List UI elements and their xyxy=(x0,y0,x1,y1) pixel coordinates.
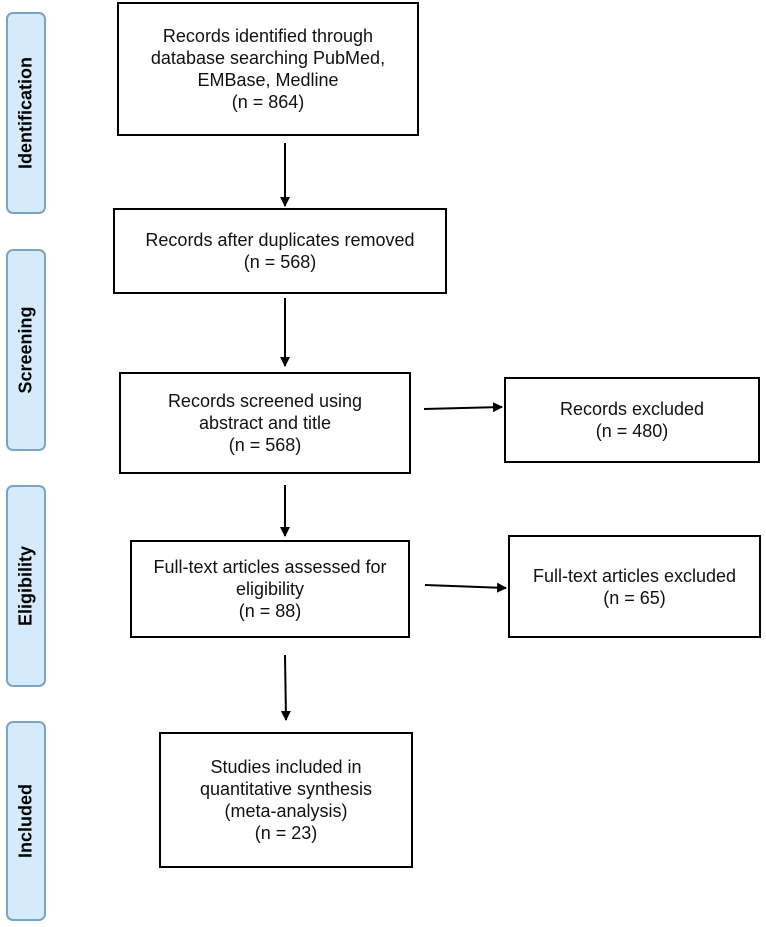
duplicates-removed-line-1: Records after duplicates removed xyxy=(145,230,415,250)
records-screened-count: (n = 568) xyxy=(228,435,302,455)
arrow-fulltext-to-included xyxy=(280,654,291,721)
records-excluded-count: (n = 480) xyxy=(595,421,669,441)
duplicates-removed-box: Records after duplicates removed (n = 56… xyxy=(113,208,447,294)
studies-included-line-3: (meta-analysis) xyxy=(224,801,348,821)
records-identified-line-3: EMBase, Medline xyxy=(197,70,339,90)
records-identified-line-2: database searching PubMed, xyxy=(150,48,386,68)
records-identified-box: Records identified through database sear… xyxy=(117,2,419,136)
duplicates-removed-count: (n = 568) xyxy=(243,252,317,272)
fulltext-excluded-count: (n = 65) xyxy=(603,587,666,608)
stage-included: Included xyxy=(6,721,46,921)
fulltext-excluded-box: Full-text articles excluded (n = 65) xyxy=(508,535,761,638)
records-identified-count: (n = 864) xyxy=(231,92,305,112)
records-excluded-box: Records excluded (n = 480) xyxy=(504,377,760,463)
stage-identification: Identification xyxy=(6,12,46,214)
fulltext-assessed-line-1: Full-text articles assessed for xyxy=(153,557,387,577)
records-screened-line-2: abstract and title xyxy=(198,413,332,433)
stage-screening: Screening xyxy=(6,249,46,451)
studies-included-line-2: quantitative synthesis xyxy=(199,779,373,799)
records-screened-line-1: Records screened using xyxy=(167,391,363,411)
arrow-fulltext-to-fulltext-excluded xyxy=(424,582,507,593)
fulltext-assessed-box: Full-text articles assessed for eligibil… xyxy=(130,540,410,638)
studies-included-count: (n = 23) xyxy=(254,823,318,843)
records-excluded-line-1: Records excluded xyxy=(559,399,705,419)
arrow-screened-to-excluded xyxy=(423,402,503,413)
stage-eligibility: Eligibility xyxy=(6,485,46,687)
fulltext-assessed-line-2: eligibility xyxy=(235,579,304,599)
studies-included-line-1: Studies included in xyxy=(210,757,362,777)
studies-included-box: Studies included in quantitative synthes… xyxy=(159,732,413,868)
records-identified-line-1: Records identified through xyxy=(162,26,374,46)
fulltext-assessed-count: (n = 88) xyxy=(238,601,302,621)
fulltext-excluded-line-1: Full-text articles excluded xyxy=(532,565,737,586)
records-screened-box: Records screened using abstract and titl… xyxy=(119,372,411,474)
